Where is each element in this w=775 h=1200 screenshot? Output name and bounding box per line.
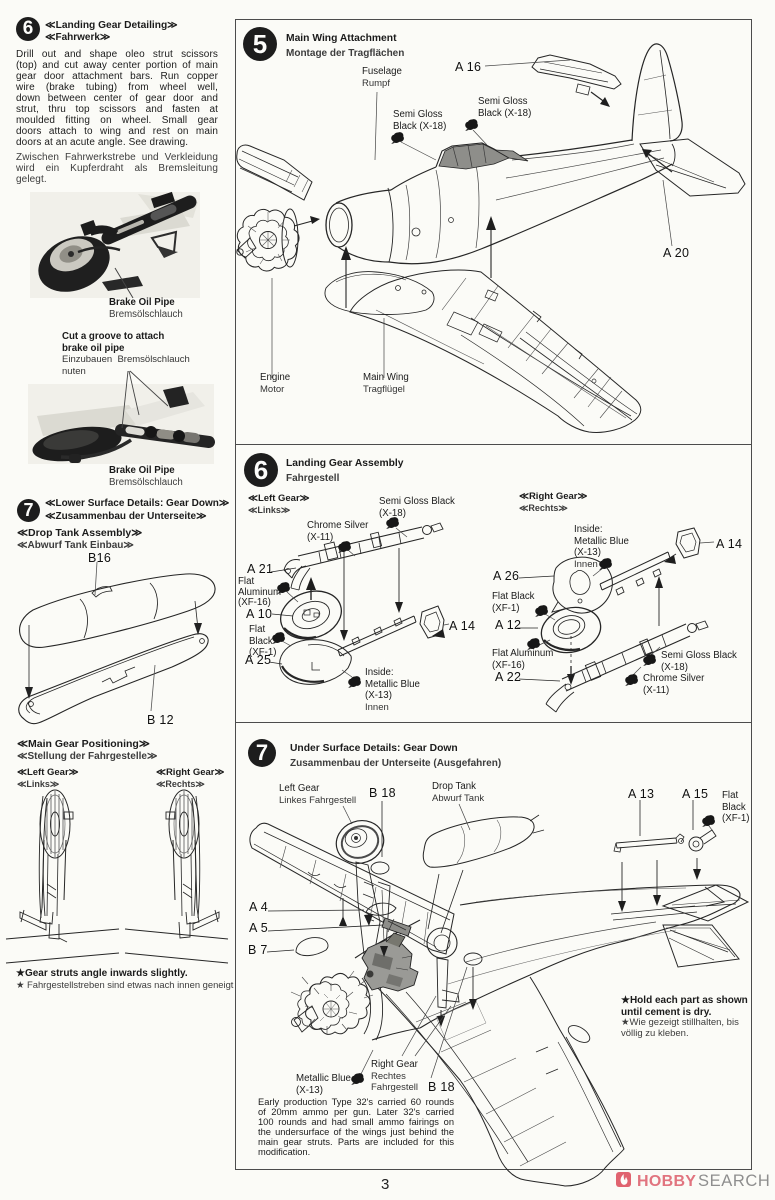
svg-text:HOBBY: HOBBY — [637, 1173, 696, 1190]
svg-text:SEARCH: SEARCH — [698, 1172, 770, 1190]
